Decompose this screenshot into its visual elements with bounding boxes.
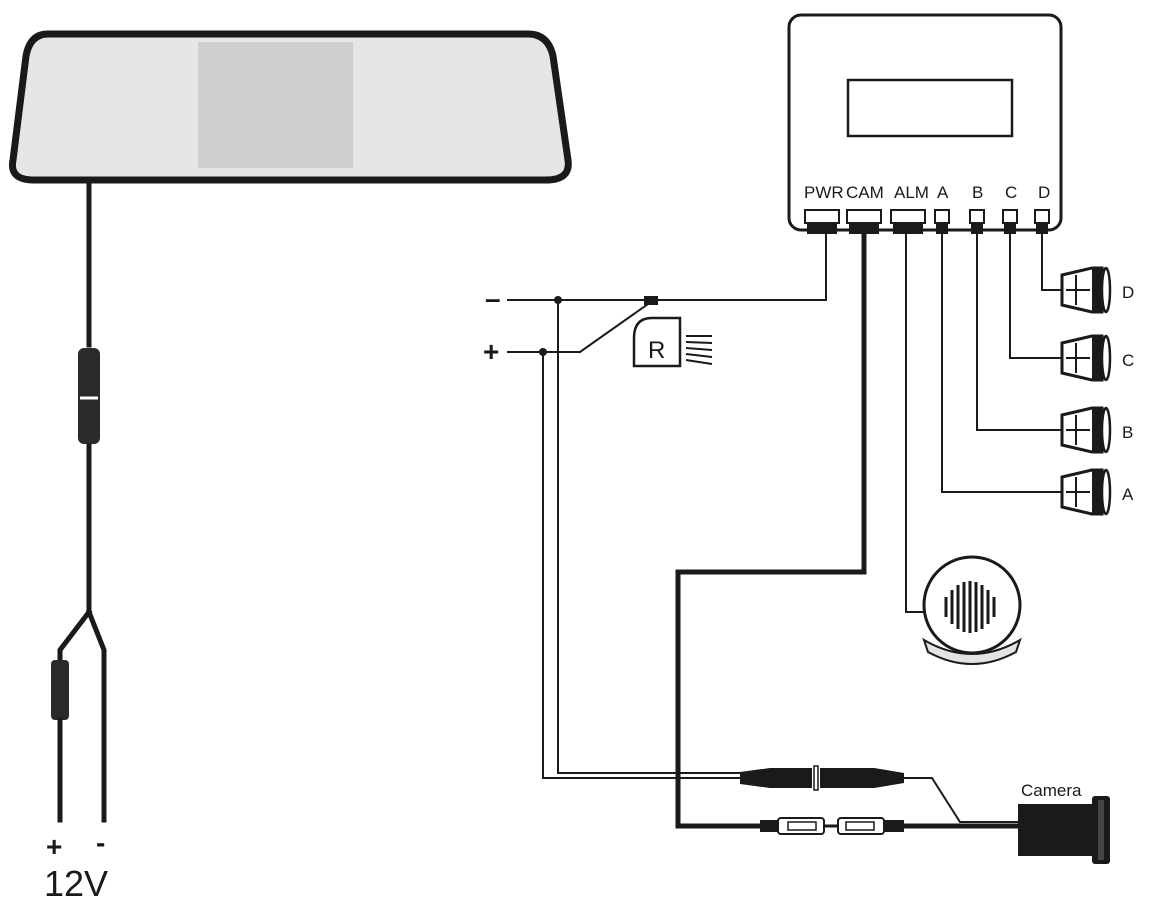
sensor-label-b: B <box>1122 423 1133 442</box>
port-socket-d <box>1034 209 1050 224</box>
sensor-b <box>1060 406 1112 454</box>
camera-video-cable <box>675 231 1021 835</box>
reverse-symbol-label: R <box>648 337 665 364</box>
sensor-label-d: D <box>1122 283 1134 302</box>
power-input: – + <box>483 233 827 779</box>
port-socket-pwr <box>804 209 840 224</box>
mirror-monitor <box>8 30 572 184</box>
mirror-minus-label: - <box>96 827 105 858</box>
sensor-label-c: C <box>1122 351 1134 370</box>
port-label-c: C <box>1005 183 1017 202</box>
port-sockets <box>804 209 1050 224</box>
inline-fuse <box>51 660 69 720</box>
inline-fuse-holder <box>78 348 100 444</box>
sensor-label-a: A <box>1122 485 1134 504</box>
sensor-a <box>1060 468 1112 516</box>
port-label-cam: CAM <box>846 183 884 202</box>
reverse-gear-icon: R <box>632 316 713 368</box>
camera-label: Camera <box>1021 781 1082 800</box>
port-label-pwr: PWR <box>804 183 844 202</box>
port-label-alm: ALM <box>894 183 929 202</box>
alarm-buzzer <box>905 233 1022 665</box>
control-unit: PWR CAM ALM A B C D <box>787 13 1063 234</box>
port-socket-a <box>934 209 950 224</box>
mirror-screen <box>198 42 353 168</box>
power-connector <box>740 765 904 791</box>
voltage-label: 12V <box>44 863 108 903</box>
port-socket-b <box>969 209 985 224</box>
control-unit-display <box>846 78 1014 138</box>
mirror-cable: + - 12V <box>44 181 108 904</box>
camera-power-cable <box>542 765 1019 823</box>
power-minus-label: – <box>485 283 501 314</box>
mirror-plus-label: + <box>46 831 62 862</box>
port-label-b: B <box>972 183 983 202</box>
port-label-d: D <box>1038 183 1050 202</box>
camera: Camera <box>1018 781 1110 864</box>
rca-connector <box>760 817 904 835</box>
sensor-d <box>1060 266 1112 314</box>
port-socket-c <box>1002 209 1018 224</box>
sensor-c <box>1060 334 1112 382</box>
sensor-wiring <box>941 233 1063 493</box>
port-label-a: A <box>937 183 949 202</box>
buzzer-grille <box>944 581 996 633</box>
port-socket-alm <box>890 209 926 224</box>
power-plus-label: + <box>483 336 499 367</box>
port-socket-cam <box>846 209 882 224</box>
